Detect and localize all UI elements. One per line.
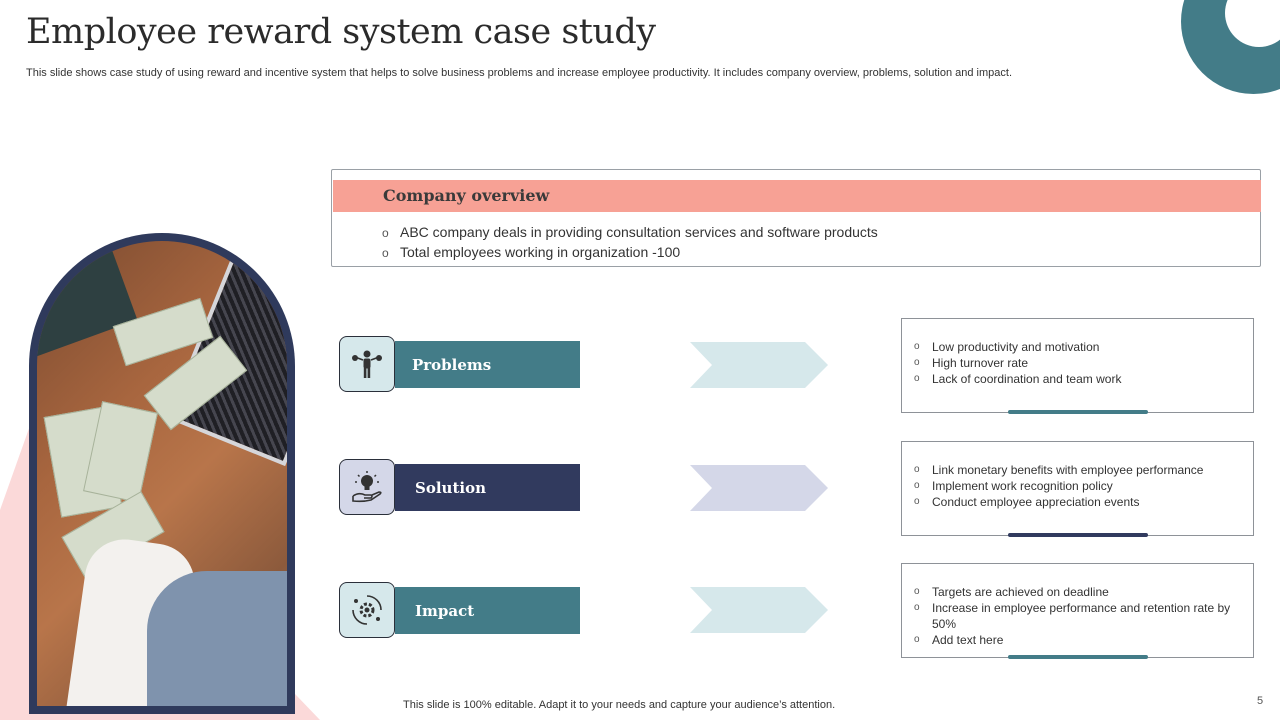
page-subtitle: This slide shows case study of using rew… [26, 67, 1013, 79]
footer-note: This slide is 100% editable. Adapt it to… [403, 699, 836, 711]
page-title: Employee reward system case study [26, 12, 656, 52]
balance-person-icon [339, 336, 395, 392]
page-number: 5 [1257, 695, 1264, 707]
money-photo [37, 241, 287, 706]
decorative-ring [1181, 0, 1280, 94]
solution-chevron [690, 465, 828, 511]
impact-chevron [690, 587, 828, 633]
company-overview-header: Company overview [333, 180, 1261, 212]
gear-orbit-icon [339, 582, 395, 638]
problems-label: Problems [412, 355, 492, 374]
company-overview-title: Company overview [383, 186, 550, 205]
impact-label: Impact [415, 601, 475, 620]
problems-label-bar: Problems [395, 341, 580, 388]
problems-chevron [690, 342, 828, 388]
solution-label-bar: Solution [395, 464, 580, 511]
solution-label: Solution [415, 478, 486, 497]
impact-label-bar: Impact [395, 587, 580, 634]
lightbulb-hand-icon [339, 459, 395, 515]
